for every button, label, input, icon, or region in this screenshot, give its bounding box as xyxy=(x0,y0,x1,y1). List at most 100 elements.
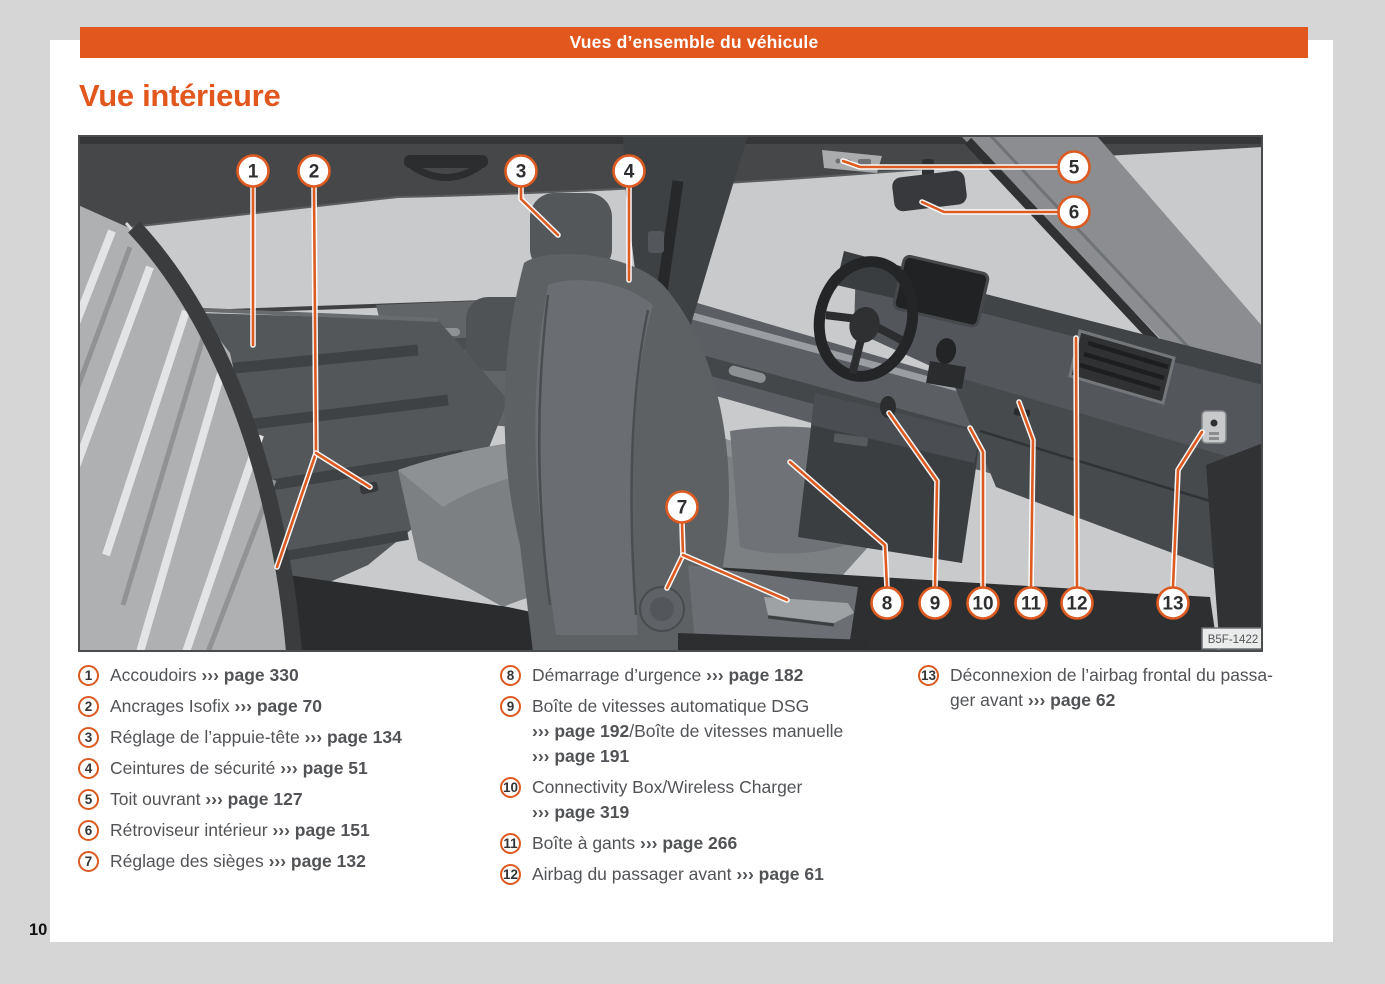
callout-number-2: 2 xyxy=(309,162,320,183)
legend-number-badge: 2 xyxy=(78,696,99,717)
legend-number-badge: 11 xyxy=(500,833,521,854)
legend-number-badge: 6 xyxy=(78,820,99,841)
legend-item-5: 5 Toit ouvrant ››› page 127 xyxy=(78,787,488,812)
legend-number-badge: 4 xyxy=(78,758,99,779)
callout-circle-2 xyxy=(297,154,331,188)
callout-line-2 xyxy=(314,451,372,489)
front-headrest xyxy=(530,193,612,273)
callout-circle-9 xyxy=(918,586,952,620)
callout-circle-5 xyxy=(1057,150,1091,184)
callout-circle-12 xyxy=(1060,586,1094,620)
legend-item-3: 3 Réglage de l’appuie-tête ››› page 134 xyxy=(78,725,488,750)
legend-column-1: 1 Accoudoirs ››› page 330 2 Ancrages Isofix… xyxy=(78,663,488,880)
legend-text: Connectivity Box/Wireless Charger››› pag… xyxy=(532,777,803,822)
page-title: Vue intérieure xyxy=(79,78,281,113)
door-seal xyxy=(128,221,302,652)
legend-item-4: 4 Ceintures de sécurité ››› page 51 xyxy=(78,756,488,781)
callout-number-10: 10 xyxy=(972,594,993,615)
callout-line-8 xyxy=(788,460,889,589)
callout-number-7: 7 xyxy=(677,498,688,519)
callout-circle-11 xyxy=(1014,586,1048,620)
legend-number-badge: 7 xyxy=(78,851,99,872)
callout-circle-13 xyxy=(1156,586,1190,620)
legend-item-8: 8 Démarrage d’urgence ››› page 182 xyxy=(500,663,910,688)
legend-text: Déconnexion de l’airbag frontal du passa… xyxy=(950,665,1273,710)
legend-item-6: 6 Rétroviseur intérieur ››› page 151 xyxy=(78,818,488,843)
callout-number-9: 9 xyxy=(930,594,941,615)
callout-line-9 xyxy=(887,411,939,589)
legend-item-13: 13 Déconnexion de l’airbag frontal du pas… xyxy=(918,663,1328,713)
callout-number-12: 12 xyxy=(1066,594,1087,615)
airbag-key-switch xyxy=(1201,410,1227,444)
callout-circle-8 xyxy=(870,586,904,620)
callout-circle-3 xyxy=(504,154,538,188)
callout-circle-10 xyxy=(966,586,1000,620)
callout-number-6: 6 xyxy=(1069,203,1080,224)
exterior-body xyxy=(78,205,302,652)
steering-wheel xyxy=(813,256,919,382)
callout-circle-4 xyxy=(612,154,646,188)
callout-number-8: 8 xyxy=(882,594,893,615)
grab-handle-icon xyxy=(404,155,488,181)
gear-shifter xyxy=(926,338,966,389)
callout-number-1: 1 xyxy=(248,162,259,183)
legend-number-badge: 9 xyxy=(500,696,521,717)
chapter-header-band: Vues d’ensemble du véhicule xyxy=(80,27,1308,58)
legend-number-badge: 10 xyxy=(500,777,521,798)
door-handle xyxy=(728,365,766,383)
legend-number-badge: 13 xyxy=(918,665,939,686)
callout-line-11 xyxy=(1017,400,1035,589)
callout-line-7 xyxy=(681,553,789,602)
legend-text: Toit ouvrant ››› page 127 xyxy=(110,789,303,809)
legend-text: Boîte de vitesses automatique DSG››› pag… xyxy=(532,696,844,766)
legend-item-2: 2 Ancrages Isofix ››› page 70 xyxy=(78,694,488,719)
callout-number-3: 3 xyxy=(516,162,527,183)
callout-number-4: 4 xyxy=(624,162,635,183)
legend-item-7: 7 Réglage des sièges ››› page 132 xyxy=(78,849,488,874)
legend-item-10: 10 Connectivity Box/Wireless Charger››› p… xyxy=(500,775,910,825)
legend-text: Boîte à gants ››› page 266 xyxy=(532,833,738,853)
legend-number-badge: 12 xyxy=(500,864,521,885)
figure-code-label: B5F-1422 xyxy=(1208,634,1259,646)
callout-number-11: 11 xyxy=(1021,594,1042,615)
legend-item-11: 11 Boîte à gants ››› page 266 xyxy=(500,831,910,856)
callout-line-6 xyxy=(920,200,1060,214)
legend-text: Réglage de l’appuie-tête ››› page 134 xyxy=(110,727,402,747)
callout-line-10 xyxy=(968,426,985,589)
callout-number-5: 5 xyxy=(1069,158,1080,179)
legend-number-badge: 1 xyxy=(78,665,99,686)
seat-recline-lever xyxy=(764,597,854,623)
legend-item-9: 9 Boîte de vitesses automatique DSG››› pa… xyxy=(500,694,910,769)
legend-text: Démarrage d’urgence ››› page 182 xyxy=(532,665,804,685)
legend-text: Airbag du passager avant ››› page 61 xyxy=(532,864,824,884)
callout-circle-6 xyxy=(1057,195,1091,229)
legend-text: Rétroviseur intérieur ››› page 151 xyxy=(110,820,370,840)
callout-line-5 xyxy=(841,159,1060,169)
legend-number-badge: 5 xyxy=(78,789,99,810)
legend-number-badge: 3 xyxy=(78,727,99,748)
page-number: 10 xyxy=(29,921,48,939)
legend-number-badge: 8 xyxy=(500,665,521,686)
legend-text: Accoudoirs ››› page 330 xyxy=(110,665,299,685)
callout-line-12 xyxy=(1074,336,1079,589)
legend-item-1: 1 Accoudoirs ››› page 330 xyxy=(78,663,488,688)
callout-circle-7 xyxy=(665,490,699,524)
callout-number-13: 13 xyxy=(1162,594,1183,615)
callout-circle-1 xyxy=(236,154,270,188)
legend-column-3: 13 Déconnexion de l’airbag frontal du pas… xyxy=(918,663,1328,719)
callout-line-3 xyxy=(519,185,560,237)
dashboard xyxy=(813,251,1263,467)
legend-item-12: 12 Airbag du passager avant ››› page 61 xyxy=(500,862,910,887)
figure-code-tag: B5F-1422 xyxy=(1201,627,1263,650)
door-frame-edge xyxy=(1206,443,1263,652)
legend-text: Ancrages Isofix ››› page 70 xyxy=(110,696,323,716)
legend-text: Réglage des sièges ››› page 132 xyxy=(110,851,366,871)
front-seat xyxy=(504,193,868,652)
legend-text: Ceintures de sécurité ››› page 51 xyxy=(110,758,368,778)
chapter-header-label: Vues d’ensemble du véhicule xyxy=(569,32,819,52)
callout-line-13 xyxy=(1171,430,1204,589)
